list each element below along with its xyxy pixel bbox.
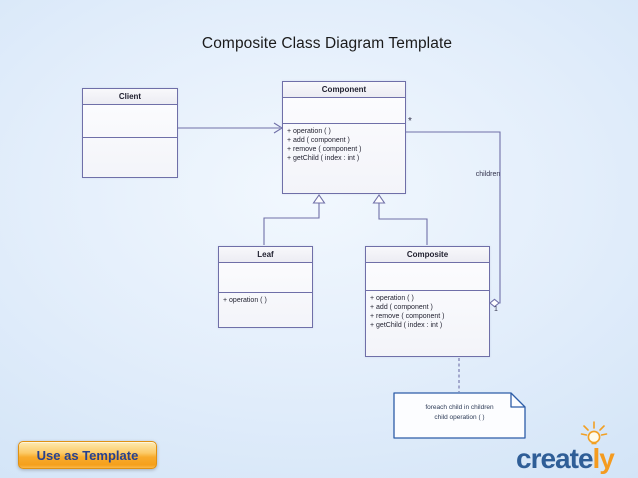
class-leaf-title: Leaf: [219, 247, 312, 263]
children-role-label: children: [475, 171, 501, 178]
class-component-title: Component: [283, 82, 405, 98]
class-composite-operations: + operation ( ) + add ( component ) + re…: [366, 291, 489, 330]
creately-logo-text-orange: ly: [592, 443, 615, 474]
generalization-composite-component: [372, 194, 428, 245]
class-component: Component + operation ( ) + add ( compon…: [282, 81, 406, 194]
operation-line: + getChild ( index : int ): [370, 322, 443, 329]
class-client: Client: [82, 88, 178, 178]
uml-note-shape: [393, 392, 526, 439]
class-component-operations: + operation ( ) + add ( component ) + re…: [283, 124, 405, 163]
class-composite: Composite + operation ( ) + add ( compon…: [365, 246, 490, 357]
operation-line: + operation ( ): [287, 128, 331, 135]
multiplicity-star-label: *: [408, 116, 412, 127]
creately-logo: creately: [516, 443, 615, 475]
operation-line: + operation ( ): [370, 295, 414, 302]
operation-line: + remove ( component ): [370, 313, 445, 320]
class-client-operations: [83, 138, 177, 177]
class-leaf: Leaf + operation ( ): [218, 246, 313, 328]
operation-line: + getChild ( index : int ): [287, 155, 360, 162]
use-as-template-button[interactable]: Use as Template: [18, 441, 157, 469]
class-leaf-operations: + operation ( ): [219, 293, 312, 305]
use-as-template-label: Use as Template: [36, 447, 139, 463]
class-client-attributes: [83, 105, 177, 138]
multiplicity-one-label: 1: [494, 306, 498, 313]
class-composite-attributes: [366, 263, 489, 291]
operation-line: + operation ( ): [223, 297, 267, 304]
aggregation-children-connector: [406, 131, 501, 308]
generalization-leaf-component: [263, 194, 326, 245]
class-component-attributes: [283, 98, 405, 124]
creately-logo-text-blue: create: [516, 443, 594, 474]
operation-line: + add ( component ): [370, 304, 433, 311]
class-client-title: Client: [83, 89, 177, 105]
page-title: Composite Class Diagram Template: [201, 35, 453, 52]
operation-line: + add ( component ): [287, 137, 350, 144]
operation-line: + remove ( component ): [287, 146, 362, 153]
lightbulb-icon: [580, 421, 608, 445]
note-line-2: child operation ( ): [434, 413, 485, 421]
class-leaf-attributes: [219, 263, 312, 293]
association-client-component: [178, 122, 284, 134]
uml-note-text: foreach child in children child operatio…: [394, 403, 525, 422]
note-line-1: foreach child in children: [425, 404, 494, 411]
class-composite-title: Composite: [366, 247, 489, 263]
